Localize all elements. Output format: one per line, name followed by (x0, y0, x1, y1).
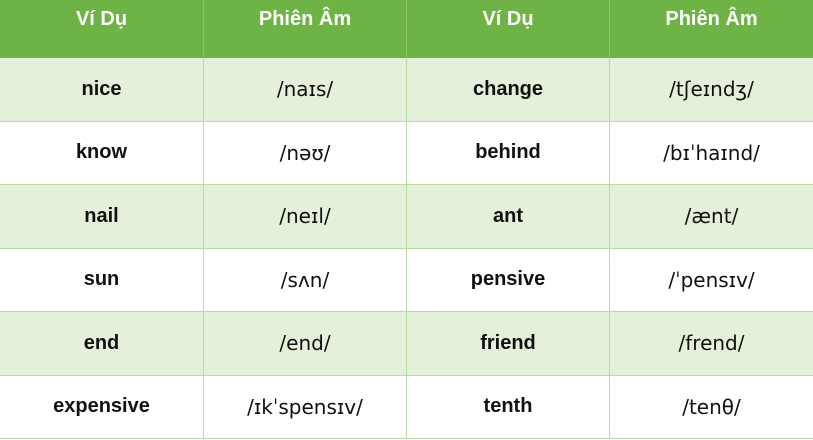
table-row: nice /naɪs/ change /tʃeɪndʒ/ (0, 58, 813, 122)
table-body: nice /naɪs/ change /tʃeɪndʒ/ know /nəʊ/ … (0, 58, 813, 439)
phonetic: /neɪl/ (203, 185, 406, 248)
example-word: friend (406, 312, 609, 375)
phonetic: /frend/ (609, 312, 813, 375)
phonetic: /ɪkˈspensɪv/ (203, 375, 406, 438)
phonetic: /sʌn/ (203, 248, 406, 311)
table-row: sun /sʌn/ pensive /ˈpensɪv/ (0, 248, 813, 312)
example-word: know (75, 141, 128, 164)
example-word: sun (83, 268, 120, 291)
example-word: change (406, 58, 609, 121)
example-word: ant (406, 185, 609, 248)
table-row: end /end/ friend /frend/ (0, 312, 813, 376)
phonetic: /tenθ/ (609, 375, 813, 438)
header-example-2: Ví Dụ (406, 0, 609, 58)
phonetic: /tʃeɪndʒ/ (609, 58, 813, 121)
header-phonetic-2: Phiên Âm (609, 0, 813, 58)
phonetic: /ænt/ (609, 185, 813, 248)
phonetic: /bɪˈhaɪnd/ (609, 121, 813, 184)
table-header: Ví Dụ Phiên Âm Ví Dụ Phiên Âm (0, 0, 813, 58)
table-row: know /nəʊ/ behind /bɪˈhaɪnd/ (0, 121, 813, 185)
example-word: behind (406, 121, 609, 184)
example-word: tenth (406, 375, 609, 438)
example-word: end (83, 331, 120, 354)
example-word: expensive (53, 395, 150, 418)
header-example-1: Ví Dụ (75, 8, 128, 30)
table-row: nail /neɪl/ ant /ænt/ (0, 185, 813, 249)
phonetic: /nəʊ/ (203, 121, 406, 184)
phonetic: /ˈpensɪv/ (609, 248, 813, 311)
example-word: nail (84, 204, 119, 227)
header-phonetic-1: Phiên Âm (203, 0, 406, 58)
phonetic: /naɪs/ (203, 58, 406, 121)
example-word: pensive (406, 248, 609, 311)
phonetic: /end/ (203, 312, 406, 375)
example-word: nice (81, 77, 122, 100)
table-row: expensive /ɪkˈspensɪv/ tenth /tenθ/ (0, 375, 813, 439)
